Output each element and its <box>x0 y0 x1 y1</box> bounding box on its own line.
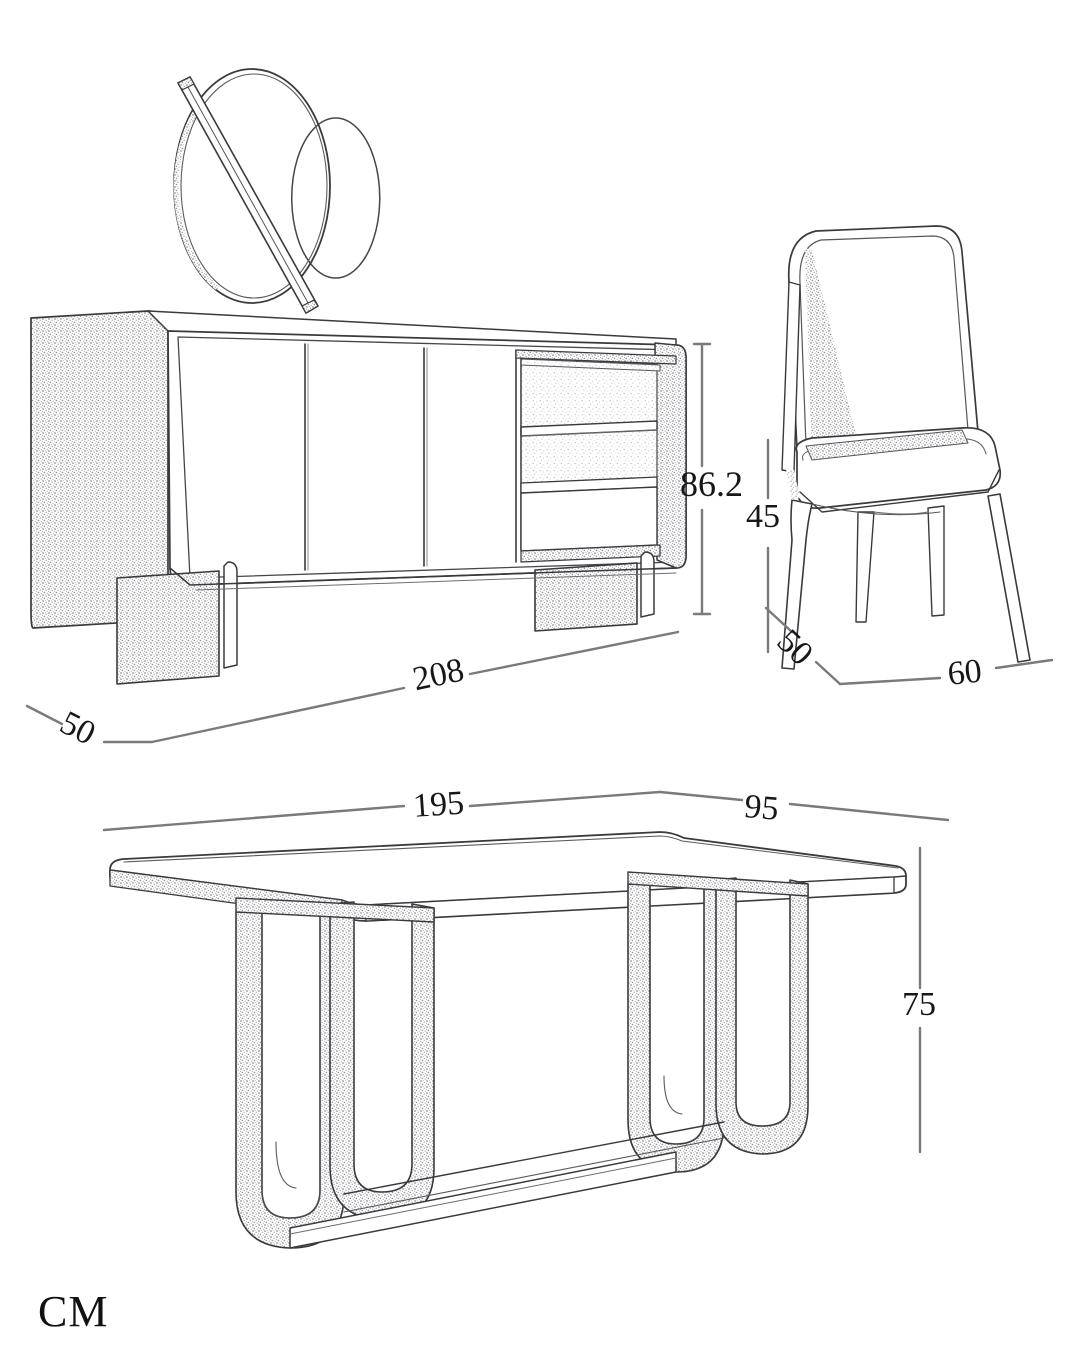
dimension-lines <box>25 342 1054 1154</box>
dining-chair-drawing <box>781 225 1031 670</box>
sideboard-height-label: 86.2 <box>680 464 743 504</box>
table-width-label: 95 <box>742 788 781 828</box>
chair-height-label: 45 <box>746 498 780 535</box>
unit-label: CM <box>38 1287 109 1336</box>
sideboard-drawing <box>30 310 687 685</box>
table-length-label: 195 <box>411 784 466 825</box>
dining-table-drawing <box>109 831 907 1249</box>
chair-width-label: 60 <box>945 652 984 693</box>
table-height-label: 75 <box>902 986 936 1023</box>
wall-mirror-drawing <box>173 68 381 314</box>
